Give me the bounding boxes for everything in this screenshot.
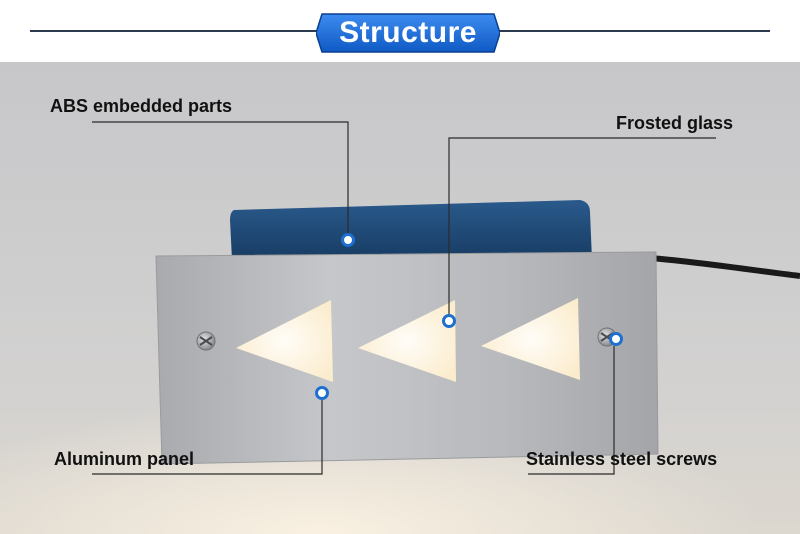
callout-aluminum-panel: Aluminum panel: [54, 449, 195, 469]
callout-frosted-glass: Frosted glass: [616, 113, 734, 133]
callout-stainless-steel-screws: Stainless steel screws: [526, 449, 718, 469]
header-rule-left: [30, 30, 330, 32]
title-badge: [316, 13, 500, 53]
frosted-glass-triangle-2: [358, 300, 456, 382]
abs-housing: [230, 200, 592, 260]
screw-left: [196, 331, 216, 351]
frosted-glass-triangle-1: [236, 300, 333, 382]
header-bar: Structure: [0, 0, 800, 62]
page-title: Structure: [339, 16, 477, 49]
callout-abs-embedded-parts: ABS embedded parts: [50, 96, 233, 116]
screw-right: [597, 327, 617, 347]
header-rule-right: [490, 30, 770, 32]
